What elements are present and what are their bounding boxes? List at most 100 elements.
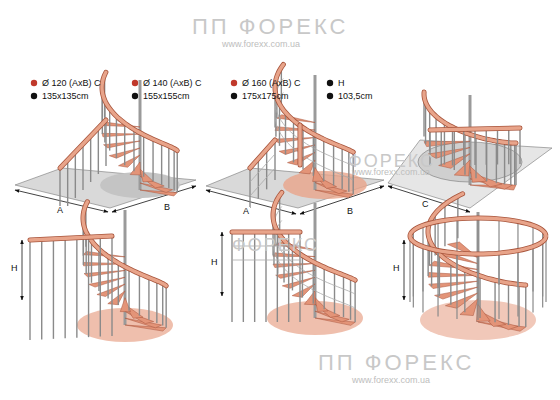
baluster [76,238,77,338]
handrail [83,202,166,286]
watermark-url: www.forexx.com.ua [352,168,430,177]
watermark: ПП ФОРЕКС [192,16,348,38]
baluster [452,130,453,166]
baluster [118,263,119,305]
baluster [161,143,162,185]
baluster [148,278,149,320]
dimension-label: B [163,203,171,212]
dimension-label: H [392,264,401,273]
baluster [75,152,76,198]
baluster [510,143,511,185]
gallery-rail [410,218,546,254]
stair-tread [477,305,491,322]
baluster [29,240,30,340]
baluster [107,256,108,298]
baluster [450,263,451,305]
dimension-label: H [210,258,219,267]
stair-tread [435,287,478,299]
stair-tread [97,284,125,296]
landing-rail [60,120,106,168]
baluster [90,136,91,182]
baluster [302,128,303,170]
baluster [293,120,294,162]
baluster [139,274,140,316]
baluster [323,139,324,181]
baluster [162,284,163,326]
baluster [67,160,68,206]
baluster [441,130,442,166]
baluster [98,249,99,291]
dimension-label: B [346,207,354,216]
dimension-label: A [56,206,64,215]
baluster [100,237,101,337]
diameter-spec: Ø 160 (AxB) C [242,79,301,88]
baluster [439,254,440,296]
stair-tread [279,145,315,154]
baluster [350,278,351,320]
baluster [266,149,267,189]
handrail [428,194,526,285]
baluster [98,128,99,174]
baluster [486,129,487,165]
baluster [437,221,438,287]
baluster [173,148,174,190]
baluster [53,239,54,339]
baluster [422,225,423,291]
baluster [64,238,65,338]
baluster [409,236,410,302]
stair-tread [119,155,140,167]
dimension-label: H [10,264,19,273]
stair-tread [429,281,478,288]
diameter-spec: Ø 140 (AxB) C [143,79,202,88]
baluster [343,275,344,317]
baluster [165,286,166,328]
size-spec: 155x155cm [143,92,190,101]
baluster [88,237,89,337]
watermark-url: www.forexx.com.ua [222,40,300,49]
baluster [508,128,509,164]
baluster [124,123,125,165]
baluster [333,144,334,186]
dimension-label: A [242,207,250,216]
height-spec: H [338,79,345,88]
baluster [292,248,293,290]
baluster [463,129,464,165]
stair-tread [470,166,487,182]
stair-tread [89,277,125,287]
baluster [479,276,480,318]
handrail [275,64,353,152]
baluster [156,281,157,323]
baluster [435,116,436,158]
landing-rail [298,125,301,165]
baluster [258,159,259,199]
baluster [109,109,110,151]
stair-tread [275,138,315,143]
stair-tread [282,277,315,288]
baluster [494,280,495,322]
stair-tread [140,169,153,182]
baluster [545,236,546,302]
baluster [249,168,250,208]
baluster [517,221,518,287]
stair-tread [140,190,177,196]
baluster [515,143,516,185]
baluster [525,285,526,327]
baluster [504,142,505,184]
dimension-label: C [421,200,430,209]
baluster [354,280,355,322]
baluster [116,116,117,158]
baluster [464,270,465,312]
watermark: ПП ФОРЕКС [318,352,474,374]
baluster [477,218,478,284]
stair-tread [276,270,315,278]
size-spec: 175x175cm [242,92,289,101]
landing-rail [30,236,112,240]
baluster [454,128,455,170]
landing-rail [430,128,520,130]
baluster [341,147,342,189]
baluster [143,135,144,177]
baluster [444,204,445,246]
baluster [313,262,314,304]
baluster [508,283,509,325]
